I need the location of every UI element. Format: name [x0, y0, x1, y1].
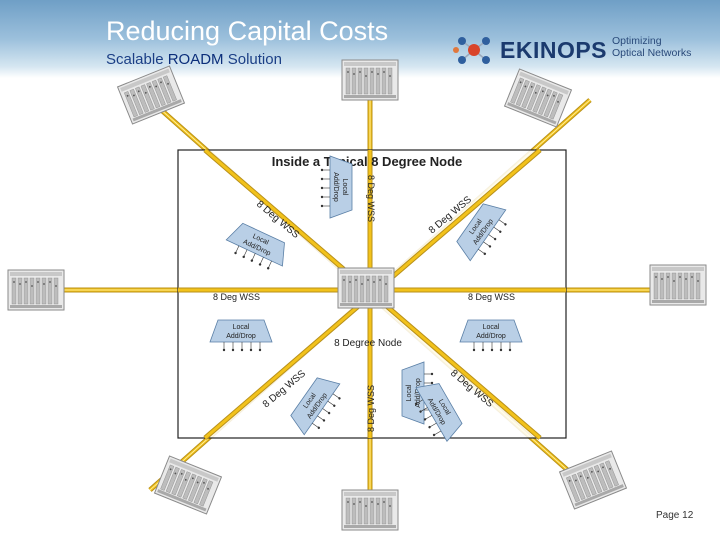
slide-title: Reducing Capital Costs	[106, 16, 389, 46]
wss-label-right: 8 Deg WSS	[468, 292, 515, 302]
subtitle-highlight: ROADM	[167, 51, 224, 68]
wss-label-bottom: 8 Deg WSS	[366, 385, 376, 432]
shelf-bottom-left	[154, 455, 222, 515]
add-drop-bottom-line2: Add/Drop	[415, 378, 422, 408]
shelf-left	[7, 269, 65, 311]
slide-subtitle: Scalable ROADM Solution	[106, 51, 282, 68]
shelf-top-right	[504, 68, 572, 128]
wss-label-left: 8 Deg WSS	[213, 292, 260, 302]
logo-wordmark: EKINOPS	[500, 37, 608, 63]
add-drop-bottom: Local Add/Drop	[401, 361, 434, 425]
add-drop-left: Local Add/Drop	[209, 319, 273, 352]
central-node-shelf	[337, 267, 395, 309]
logo-tagline-line2: Optical Networks	[612, 47, 692, 59]
page-number: Page 12	[656, 510, 694, 521]
add-drop-bottom-line1: Local	[406, 384, 413, 401]
add-drop-right: Local Add/Drop	[459, 319, 523, 352]
shelf-bottom-right	[559, 450, 627, 510]
logo-tagline-line1: Optimizing	[612, 35, 662, 47]
logo-tagline: Optimizing Optical Networks	[612, 35, 691, 59]
add-drop-left-line1: Local	[233, 324, 250, 331]
ekinops-logo: EKINOPS Optimizing Optical Networks	[452, 33, 712, 67]
subtitle-text: Scalable ROADM Solution	[106, 51, 282, 68]
add-drop-top: Local Add/Drop	[320, 155, 353, 219]
shelf-right	[649, 264, 707, 306]
logo-molecule-icon	[453, 37, 490, 64]
shelf-top	[341, 59, 399, 101]
central-node-label: 8 Degree Node	[334, 338, 402, 349]
node-box-title: Inside a Typical 8 Degree Node	[272, 154, 463, 169]
add-drop-top-line1: Local	[341, 179, 348, 196]
add-drop-right-line2: Add/Drop	[476, 333, 506, 340]
shelf-bottom	[341, 489, 399, 531]
add-drop-left-line2: Add/Drop	[226, 333, 256, 340]
wss-label-top: 8 Deg WSS	[366, 175, 376, 222]
shelf-top-left	[117, 65, 185, 125]
add-drop-top-line2: Add/Drop	[332, 172, 339, 202]
add-drop-right-line1: Local	[483, 324, 500, 331]
